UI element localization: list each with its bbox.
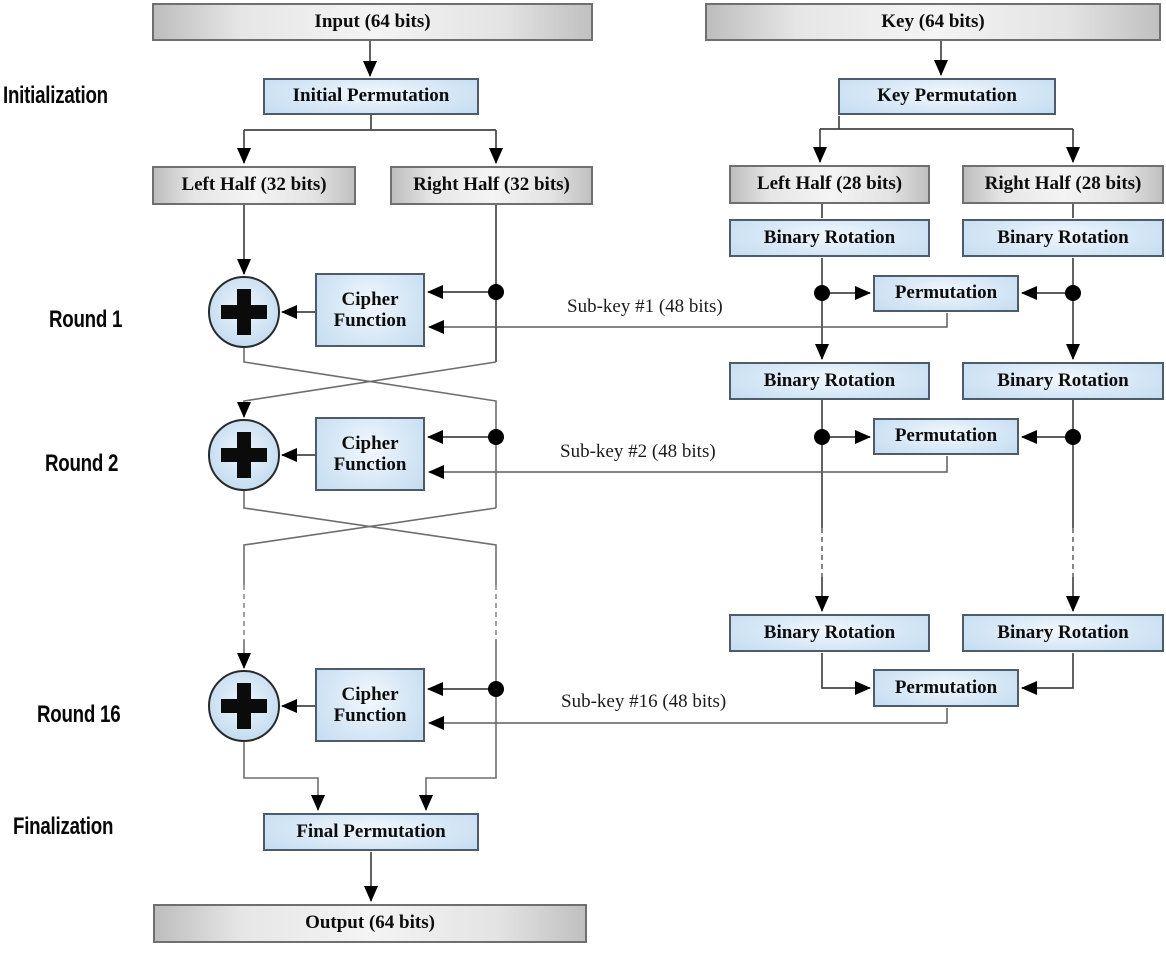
permutation-round16-box: Permutation — [873, 669, 1019, 707]
xor-round2-icon — [208, 419, 280, 491]
subkey1-line — [428, 313, 948, 334]
xor-round16-icon — [208, 670, 280, 742]
binary-rotation-left-round16-box: Binary Rotation — [729, 614, 930, 652]
cipher-function-round16-box: Cipher Function — [315, 668, 425, 742]
cipher-function-round1-box: Cipher Function — [315, 273, 425, 347]
connector-key-permutation-split — [820, 116, 1073, 130]
connector-right16-to-final-permutation — [419, 640, 497, 811]
junction-dot — [488, 681, 504, 697]
left-half-32-box: Left Half (32 bits) — [152, 166, 356, 205]
stage-label-finalization: Finalization — [13, 813, 114, 840]
junction-dot — [1065, 429, 1081, 445]
junction-dot — [1065, 285, 1081, 301]
binary-rotation-right-round2-box: Binary Rotation — [962, 362, 1164, 400]
stage-label-round2: Round 2 — [45, 450, 119, 477]
binary-rotation-left-round1-box: Binary Rotation — [729, 219, 930, 257]
crossover2-right-to-left — [243, 507, 497, 585]
initial-permutation-box: Initial Permutation — [263, 78, 479, 115]
junction-dot — [488, 429, 504, 445]
crossover2-left-to-right — [243, 491, 497, 585]
junction-dot — [814, 429, 830, 445]
junction-dots — [488, 284, 1081, 697]
connector-halves-to-rotation1 — [821, 204, 1074, 218]
key-permutation-box: Key Permutation — [838, 78, 1056, 115]
connector-xor16-to-final-permutation — [243, 742, 325, 811]
left-half-28-box: Left Half (28 bits) — [729, 165, 930, 204]
subkey-connectors — [428, 313, 948, 730]
connector-initial-permutation-split — [244, 115, 496, 131]
right-half-28-box: Right Half (28 bits) — [962, 165, 1164, 204]
crossover-connectors — [237, 348, 497, 811]
subkey1-label: Sub-key #1 (48 bits) — [567, 296, 723, 317]
input-box: Input (64 bits) — [152, 3, 593, 41]
key-box: Key (64 bits) — [705, 3, 1161, 41]
binary-rotation-left-round2-box: Binary Rotation — [729, 362, 930, 400]
subkey2-label: Sub-key #2 (48 bits) — [560, 441, 716, 462]
xor-round1-icon — [208, 276, 280, 348]
connector-rotation3l-to-permutation16 — [821, 653, 871, 695]
subkey16-line — [428, 708, 948, 730]
binary-rotation-right-round1-box: Binary Rotation — [962, 219, 1164, 257]
junction-dot — [488, 284, 504, 300]
junction-dot — [814, 285, 830, 301]
cipher-function-round2-box: Cipher Function — [315, 417, 425, 491]
permutation-round2-box: Permutation — [873, 418, 1019, 455]
stage-label-round16: Round 16 — [37, 701, 121, 728]
binary-rotation-right-round16-box: Binary Rotation — [962, 614, 1164, 652]
stage-label-round1: Round 1 — [49, 306, 123, 333]
subkey16-label: Sub-key #16 (48 bits) — [561, 691, 727, 712]
crossover1-right-to-left — [237, 361, 497, 418]
final-permutation-box: Final Permutation — [263, 813, 479, 851]
connector-rotation3r-to-permutation16 — [1021, 653, 1074, 695]
right-half-32-box: Right Half (32 bits) — [390, 166, 593, 205]
stage-label-initialization: Initialization — [3, 82, 108, 109]
subkey2-line — [428, 456, 948, 479]
data-path-connectors — [237, 41, 503, 902]
output-box: Output (64 bits) — [153, 904, 587, 943]
permutation-round1-box: Permutation — [873, 275, 1019, 312]
